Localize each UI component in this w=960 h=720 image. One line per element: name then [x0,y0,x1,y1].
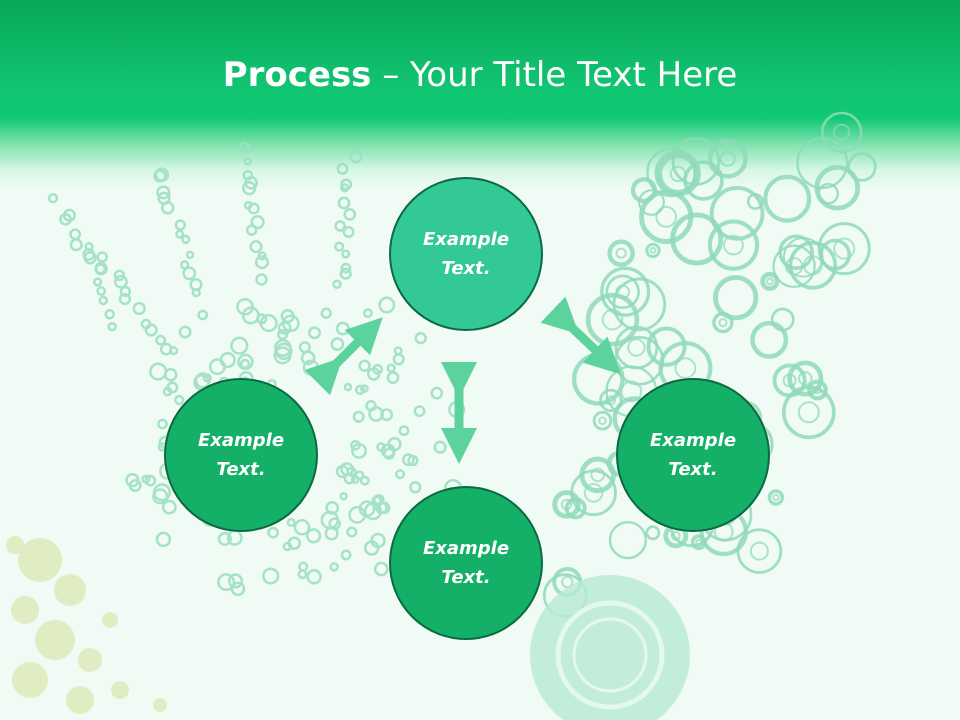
header-band [0,0,960,190]
arrow-top-right [540,296,622,375]
node-left-label: Example Text. [197,430,285,480]
node-top-label: Example Text. [422,229,510,279]
node-bottom-label: Example Text. [422,538,510,588]
title-bold: Process [222,55,372,95]
process-node-left: Example Text. [164,378,318,532]
arrow-top-left [304,317,383,396]
slide-title: Process – Your Title Text Here [0,52,960,98]
process-node-right: Example Text. [616,378,770,532]
title-rest: – Your Title Text Here [371,55,738,95]
process-node-top: Example Text. [389,177,543,331]
node-right-label: Example Text. [649,430,737,480]
process-node-bottom: Example Text. [389,486,543,640]
